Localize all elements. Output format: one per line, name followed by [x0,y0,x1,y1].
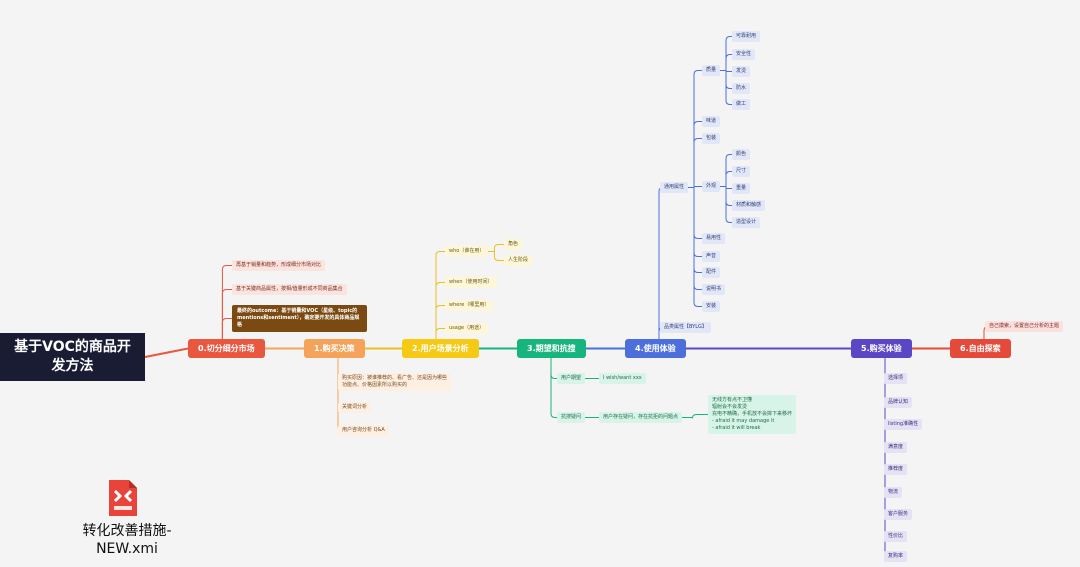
connector-b4a-c7 [688,187,702,307]
node-q4[interactable]: 防水 [732,83,751,94]
node-c3[interactable]: 易用性 [702,233,726,244]
connector-b4a-c1 [688,121,702,188]
connector-q-q1 [720,36,732,71]
connector-q-q5 [720,70,732,105]
node-b5i[interactable]: 复购率 [884,551,908,562]
node-q2[interactable]: 安全性 [732,49,756,60]
node-c2[interactable]: 包装 [702,133,721,144]
node-b2b[interactable]: when（使用时间） [445,277,497,288]
node-b2a[interactable]: who（谁在用） [445,246,489,257]
connector-q-q2 [720,54,732,71]
node-b0a[interactable]: 再基于销量和趋势，形成细分市场对比 [232,260,326,271]
connector-b2-b2c [430,305,445,349]
node-b5h[interactable]: 性价比 [884,531,908,542]
node-b2a2[interactable]: 人生阶段 [504,255,533,266]
node-b4[interactable]: 4.使用体验 [625,339,686,358]
connector-ap-ap2 [720,171,732,187]
node-b5[interactable]: 5.购买体验 [851,339,912,358]
connector-b2-b2a [430,251,445,349]
connector-b2a-b2a1 [488,244,504,252]
node-b3a[interactable]: 用户期望 [557,373,586,384]
node-b2d[interactable]: usage（用途） [445,323,489,334]
node-b2c[interactable]: where（哪里用） [445,300,494,311]
connector-b0-b0c [216,318,232,349]
node-b3b1[interactable]: 用户存在疑问，存在抗拒的问题点 [599,412,683,423]
node-b4b[interactable]: 品类属性【BYLG】 [660,322,711,333]
connector-b3-b3b [545,348,557,418]
node-ap4[interactable]: 材质和触感 [732,200,766,211]
node-b0b[interactable]: 基于关键商品属性，按相/值量形成不同商品集合 [232,284,347,295]
node-b2[interactable]: 2.用户场景分析 [402,339,479,358]
node-b0[interactable]: 0.切分细分市场 [188,339,265,358]
xmind-file-icon[interactable] [107,478,139,518]
node-b1c[interactable]: 用户咨询分析 Q&A [338,425,389,436]
node-b5b[interactable]: 品牌认知 [884,397,913,408]
node-b5e[interactable]: 推荐度 [884,464,908,475]
node-ap2[interactable]: 尺寸 [732,166,751,177]
node-b3a1[interactable]: I wish/want xxx [599,373,646,384]
node-c6[interactable]: 说明书 [702,284,726,295]
node-b1[interactable]: 1.购买决策 [304,339,365,358]
node-c4[interactable]: 声音 [702,251,721,262]
node-c1[interactable]: 味道 [702,116,721,127]
node-root[interactable]: 基于VOC的商品开发方法 [0,333,145,381]
node-c5[interactable]: 配件 [702,267,721,278]
connector-b4a-c4 [688,187,702,257]
connector-b4a-c2 [688,138,702,188]
node-b6a[interactable]: 自己摸索，设置自己分析的主题 [985,321,1064,332]
node-b5c[interactable]: listing准确性 [884,419,923,430]
node-b6[interactable]: 6.自由探索 [950,339,1011,358]
connector-b2-b2d [430,328,445,349]
connector-b0-b0a [216,265,232,349]
file-name-label[interactable]: 转化改善措施-NEW.xmi [82,523,172,557]
node-b1b[interactable]: 关键词分析 [338,402,372,413]
node-ap3[interactable]: 重量 [732,183,751,194]
node-b1a[interactable]: 购买原因：被谁推荐的、看广告、还是因为哪些 功能点、价格因素所以购买的 [338,373,452,391]
node-q[interactable]: 质量 [702,65,721,76]
node-b5d[interactable]: 满意度 [884,442,908,453]
connector-b5-b5c [879,348,890,425]
node-b2a1[interactable]: 角色 [504,239,523,250]
node-q1[interactable]: 可靠耐用 [732,31,761,42]
node-ap[interactable]: 外观 [702,181,721,192]
connector-root-b0 [144,347,189,358]
node-c7[interactable]: 安装 [702,301,721,312]
connector-b4a-c5 [688,187,702,273]
node-b0c[interactable]: 最终的outcome：基于销量和VOC（星级、topic的mentions和se… [232,305,367,332]
connector-b3b1-b3b2 [682,414,708,419]
node-b3b2[interactable]: 无线方有点不卫懂 辐射会不会发烫 充电不精确，手机放不会摔下来移坏 - afra… [708,395,797,434]
connector-b2a-b2a2 [488,251,504,261]
node-b3[interactable]: 3.期望和抗搜 [517,339,586,358]
connector-ap-ap1 [720,154,732,187]
node-b5a[interactable]: 选择项 [884,373,908,384]
connector-b4a-q [688,70,702,188]
node-b5f[interactable]: 物流 [884,487,903,498]
node-ap5[interactable]: 造型设计 [732,217,761,228]
node-b5g[interactable]: 客户服务 [884,509,913,520]
node-ap1[interactable]: 颜色 [732,149,751,160]
connector-b4a-c3 [688,187,702,239]
node-q3[interactable]: 发烫 [732,66,751,77]
connector-b0-b0b [216,289,232,349]
node-b4a[interactable]: 通用属性 [660,182,689,193]
connector-b2-b2b [430,282,445,349]
node-b3b[interactable]: 抗搜疑问 [557,412,586,423]
connector-ap-ap5 [720,186,732,223]
node-q5[interactable]: 做工 [732,99,751,110]
